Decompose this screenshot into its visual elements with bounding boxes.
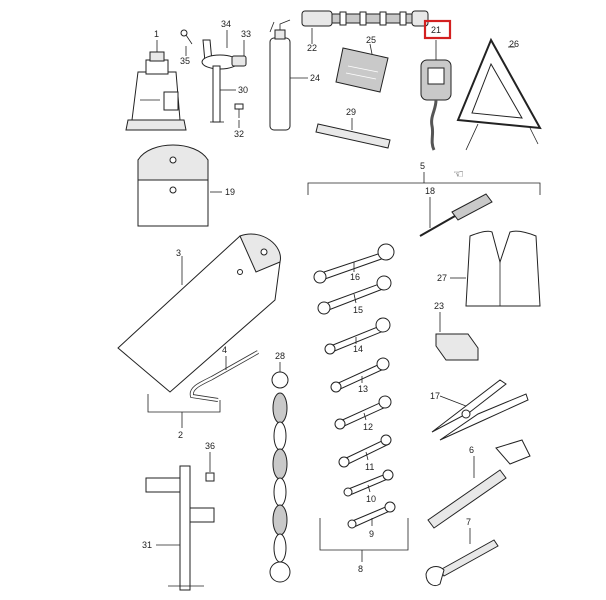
part-screwdriver[interactable] — [419, 193, 493, 237]
part-pliers[interactable] — [431, 379, 529, 441]
part-wrench-13[interactable] — [330, 357, 390, 393]
callout-1: 1 — [154, 29, 159, 39]
part-screw-35[interactable] — [180, 29, 193, 45]
callout-10: 10 — [366, 494, 376, 504]
callout-36: 36 — [205, 441, 215, 451]
callout-18: 18 — [425, 186, 435, 196]
part-tool-bag[interactable] — [117, 233, 281, 393]
part-adjustable-wrench[interactable] — [425, 539, 499, 587]
part-wrench-12[interactable] — [334, 395, 392, 430]
callout-30: 30 — [238, 85, 248, 95]
part-jack-bracket[interactable] — [201, 39, 247, 123]
callout-29: 29 — [346, 107, 356, 117]
group-bracket-5 — [307, 182, 541, 195]
callout-12: 12 — [363, 422, 373, 432]
part-tool-pouch[interactable] — [137, 144, 209, 227]
part-jack-handle[interactable] — [189, 350, 259, 402]
callout-34: 34 — [221, 19, 231, 29]
callout-21: 21 — [431, 25, 441, 35]
part-warning-triangle[interactable] — [456, 37, 542, 151]
callout-2: 2 — [178, 430, 183, 440]
part-manual[interactable] — [335, 47, 389, 93]
callout-16: 16 — [350, 272, 360, 282]
callout-5: 5 — [420, 161, 425, 171]
callout-4: 4 — [222, 345, 227, 355]
part-wrench-14[interactable] — [324, 317, 391, 355]
callout-3: 3 — [176, 248, 181, 258]
part-wrench-10[interactable] — [343, 469, 394, 497]
part-bar[interactable] — [315, 123, 391, 149]
part-pressure-gauge[interactable] — [420, 59, 452, 151]
callout-33: 33 — [241, 29, 251, 39]
callout-6: 6 — [469, 445, 474, 455]
callout-13: 13 — [358, 384, 368, 394]
callout-14: 14 — [353, 344, 363, 354]
callout-26: 26 — [509, 39, 519, 49]
callout-22: 22 — [307, 43, 317, 53]
part-pad[interactable] — [435, 333, 479, 361]
callout-15: 15 — [353, 305, 363, 315]
part-hammer[interactable] — [427, 439, 531, 529]
callout-23: 23 — [434, 301, 444, 311]
callout-32: 32 — [234, 129, 244, 139]
callout-9: 9 — [369, 529, 374, 539]
callout-11: 11 — [365, 462, 374, 472]
callout-31: 31 — [142, 540, 152, 550]
group-bracket-2 — [147, 394, 221, 413]
part-bracket-stand[interactable] — [145, 465, 215, 591]
callout-28: 28 — [275, 351, 285, 361]
callout-19: 19 — [225, 187, 235, 197]
part-bolt-36[interactable] — [205, 472, 215, 482]
highlight-box-21 — [423, 19, 452, 40]
callout-35: 35 — [180, 56, 190, 66]
part-chain[interactable] — [269, 371, 291, 583]
callout-24: 24 — [310, 73, 320, 83]
callout-25: 25 — [366, 35, 376, 45]
part-wrench-9[interactable] — [347, 501, 396, 529]
pointer-hand-icon: ☜ — [453, 167, 464, 181]
part-fire-extinguisher[interactable] — [269, 19, 291, 131]
part-bottle-jack[interactable] — [125, 51, 187, 131]
callout-17: 17 — [430, 391, 440, 401]
part-extension-rod[interactable] — [301, 10, 429, 27]
callout-7: 7 — [466, 517, 471, 527]
group-bracket-8 — [319, 518, 409, 551]
part-bolt-32[interactable] — [234, 103, 244, 118]
part-wrench-11[interactable] — [338, 434, 392, 468]
callout-8: 8 — [358, 564, 363, 574]
callout-27: 27 — [437, 273, 447, 283]
part-safety-vest[interactable] — [465, 230, 541, 307]
